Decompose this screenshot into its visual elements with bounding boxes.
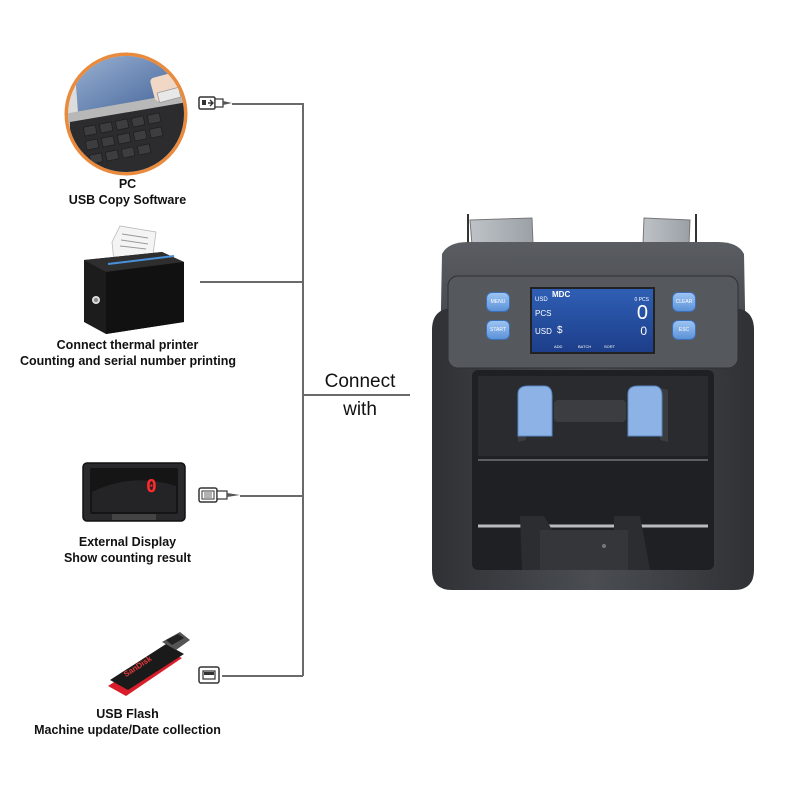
screen-pcs-value: 0 (636, 302, 648, 324)
screen-brand: MDC (552, 290, 571, 299)
pc-title: PC (118, 177, 137, 191)
printer-caption: Connect thermal printer Counting and ser… (20, 337, 236, 369)
usb-flash-icon: SanDisk (100, 628, 192, 700)
connect-line2: with (343, 399, 377, 420)
start-button[interactable]: START (486, 320, 510, 340)
money-counter-machine: MENU CLEAR START ESC (428, 210, 758, 595)
screen-menu-add: ADD (554, 344, 563, 349)
printer-title: Connect thermal printer (56, 338, 199, 352)
screen-usd-value: 0 (640, 324, 647, 338)
usb-plug-icon (198, 94, 234, 117)
laptop-icon (64, 52, 188, 176)
screen-currency-top: USD (535, 297, 548, 303)
connector-line-usb-flash (222, 675, 303, 677)
connect-line1: Connect (324, 371, 396, 392)
screen-pcs-label: PCS (535, 309, 552, 318)
connector-line-display (240, 495, 303, 497)
machine-screen: USD MDC 0 PCS PCS 0 USD $ 0 ADD BATCH SO… (530, 287, 655, 354)
pc-subtitle: USB Copy Software (68, 193, 187, 207)
ethernet-plug-icon (198, 485, 242, 510)
menu-button[interactable]: MENU (486, 292, 510, 312)
display-digit: 0 (146, 476, 157, 497)
usb-flash-caption: USB Flash Machine update/Date collection (20, 706, 235, 738)
screen-menu-sort: SORT (604, 344, 616, 349)
screen-usd-label: USD (535, 327, 552, 336)
connector-line-machine (303, 394, 410, 396)
printer-icon (78, 222, 188, 337)
usb-flash-subtitle: Machine update/Date collection (34, 723, 221, 737)
printer-subtitle: Counting and serial number printing (20, 354, 236, 368)
vertical-connector-line (302, 103, 304, 676)
screen-menu-batch: BATCH (578, 344, 592, 349)
usb-flash-title: USB Flash (96, 707, 159, 721)
pc-caption: PC USB Copy Software (40, 176, 215, 208)
screen-dollar-sign: $ (557, 325, 563, 336)
clear-button[interactable]: CLEAR (672, 292, 696, 312)
display-caption: External Display Show counting result (40, 534, 215, 566)
esc-button[interactable]: ESC (672, 320, 696, 340)
screen-count-top: 0 PCS (634, 297, 649, 303)
usb-port-icon (198, 665, 224, 690)
display-icon: 0 (82, 462, 186, 522)
display-subtitle: Show counting result (63, 551, 192, 565)
connector-line-printer (200, 281, 303, 283)
connector-line-pc (232, 103, 303, 105)
display-title: External Display (78, 535, 177, 549)
connect-label: Connect with (305, 368, 415, 424)
